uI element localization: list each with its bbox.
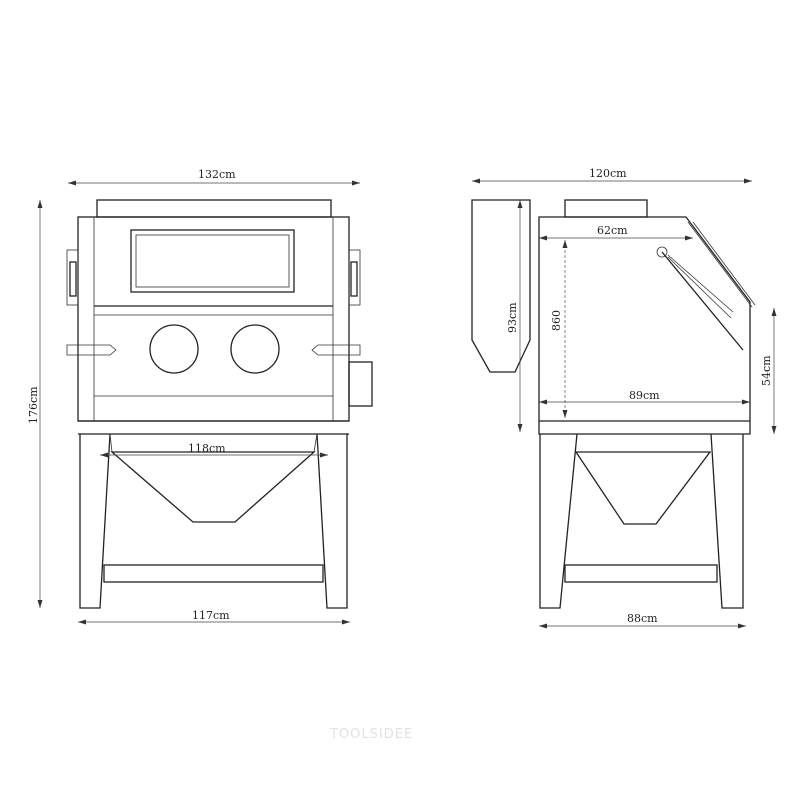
dim-front-overall-height: 176cm <box>27 386 40 424</box>
front-leg-right <box>316 433 348 609</box>
side-leg-right <box>710 433 744 609</box>
glove-port-left <box>149 324 199 374</box>
dim-side-top-depth: 62cm <box>597 224 628 237</box>
dim-side-cabinet-height: 860 <box>550 310 563 331</box>
dim-side-inner-depth: 89cm <box>629 389 660 402</box>
side-leg-left <box>539 433 578 609</box>
side-handle-right <box>348 249 361 306</box>
side-cabinet-body <box>538 216 751 435</box>
front-leg-left <box>79 433 111 609</box>
side-handle-left <box>66 249 79 306</box>
glove-port-right <box>230 324 280 374</box>
dim-front-hopper-width: 118cm <box>188 442 226 455</box>
front-view <box>66 199 373 609</box>
side-dimensions: 120cm 62cm 93cm 860 89cm 54cm 88cm <box>472 167 777 629</box>
dim-front-overall-width: 132cm <box>198 168 236 181</box>
dim-side-hopper-height: 93cm <box>506 302 519 333</box>
side-top-lid <box>564 199 648 218</box>
dim-side-overall-depth: 120cm <box>589 167 627 180</box>
front-dimensions: 132cm 176cm 118cm 117cm <box>27 168 360 625</box>
dim-front-base-width: 117cm <box>192 609 230 622</box>
side-view <box>471 199 756 609</box>
front-top-lid <box>96 199 332 218</box>
front-view-window <box>130 229 295 293</box>
dim-side-door-height: 54cm <box>760 355 773 386</box>
side-hopper <box>471 199 531 373</box>
front-cabinet-body <box>77 216 350 422</box>
watermark-text: TOOLSIDEE <box>329 727 413 742</box>
dim-side-base-depth: 88cm <box>627 612 658 625</box>
side-box <box>348 361 373 407</box>
side-bottom-hopper <box>574 451 712 525</box>
side-cross-bar <box>564 564 718 583</box>
nozzle-mount-icon <box>656 246 668 258</box>
front-cross-bar <box>103 564 324 583</box>
front-hopper <box>110 451 316 523</box>
